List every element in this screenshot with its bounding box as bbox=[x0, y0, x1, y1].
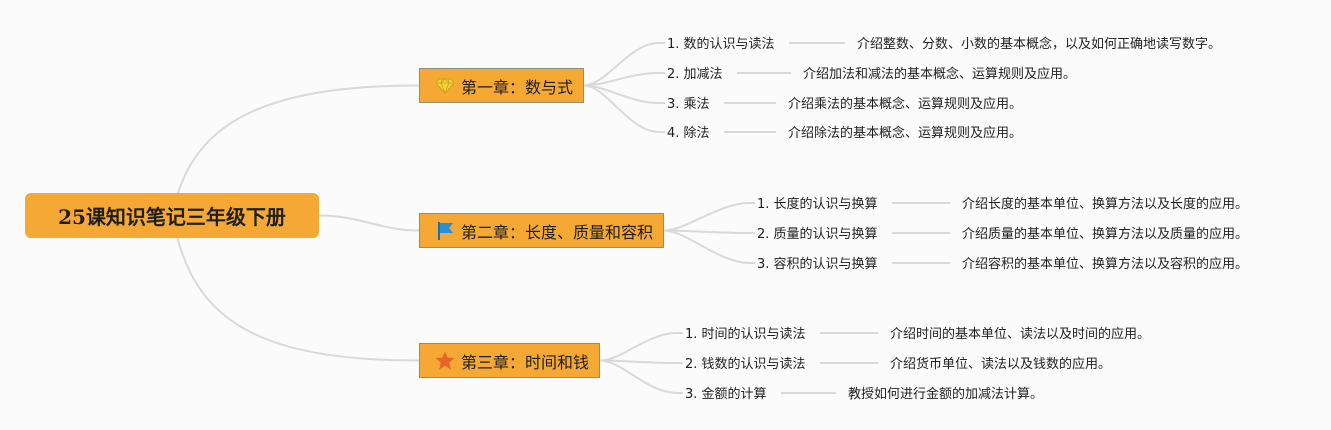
topic-label: 1. 数的认识与读法 bbox=[667, 36, 775, 52]
topic-label: 4. 除法 bbox=[667, 125, 710, 141]
topic-node[interactable]: 1. 时间的认识与读法 bbox=[685, 322, 806, 342]
flag-icon bbox=[434, 220, 456, 242]
branch-connector bbox=[599, 332, 683, 362]
topic-label: 3. 金额的计算 bbox=[685, 386, 767, 402]
chapter-title: 第一章：数与式 bbox=[461, 77, 574, 97]
branch-connector bbox=[583, 42, 665, 87]
diamond-icon bbox=[434, 75, 456, 97]
topic-description-text: 介绍长度的基本单位、换算方法以及长度的应用。 bbox=[962, 196, 1249, 212]
topic-label: 2. 加减法 bbox=[667, 66, 723, 82]
topic-description-text: 介绍整数、分数、小数的基本概念，以及如何正确地读写数字。 bbox=[857, 36, 1222, 52]
topic-label: 2. 钱数的认识与读法 bbox=[685, 356, 806, 372]
topic-description[interactable]: 介绍加法和减法的基本概念、运算规则及应用。 bbox=[803, 62, 1076, 82]
topic-description[interactable]: 介绍时间的基本单位、读法以及时间的应用。 bbox=[890, 322, 1150, 342]
root-title: 25课知识笔记三年级下册 bbox=[58, 205, 286, 229]
topic-description[interactable]: 介绍整数、分数、小数的基本概念，以及如何正确地读写数字。 bbox=[857, 32, 1221, 52]
topic-label: 1. 长度的认识与换算 bbox=[757, 196, 878, 212]
chapter-node-measurement[interactable]: 第二章：长度、质量和容积 bbox=[419, 213, 665, 248]
branch-connector bbox=[663, 229, 755, 234]
topic-description[interactable]: 介绍除法的基本概念、运算规则及应用。 bbox=[788, 121, 1022, 141]
topic-description[interactable]: 介绍质量的基本单位、换算方法以及质量的应用。 bbox=[962, 222, 1248, 242]
topic-node[interactable]: 4. 除法 bbox=[667, 121, 710, 141]
topic-node[interactable]: 3. 金额的计算 bbox=[685, 382, 767, 402]
topic-description-text: 介绍乘法的基本概念、运算规则及应用。 bbox=[788, 96, 1023, 112]
topic-node[interactable]: 1. 数的认识与读法 bbox=[667, 32, 775, 52]
topic-description-text: 介绍货币单位、读法以及钱数的应用。 bbox=[890, 356, 1112, 372]
root-connector bbox=[174, 84, 420, 204]
star-icon bbox=[434, 350, 456, 372]
topic-node[interactable]: 3. 容积的认识与换算 bbox=[757, 252, 878, 272]
topic-node[interactable]: 2. 加减法 bbox=[667, 62, 723, 82]
topic-description[interactable]: 介绍容积的基本单位、换算方法以及容积的应用。 bbox=[962, 252, 1248, 272]
topic-description-text: 介绍质量的基本单位、换算方法以及质量的应用。 bbox=[962, 226, 1249, 242]
root-connector bbox=[174, 227, 420, 362]
topic-description-text: 教授如何进行金额的加减法计算。 bbox=[848, 386, 1044, 402]
topic-description[interactable]: 介绍长度的基本单位、换算方法以及长度的应用。 bbox=[962, 192, 1248, 212]
branch-connector bbox=[583, 72, 665, 87]
topic-description[interactable]: 介绍乘法的基本概念、运算规则及应用。 bbox=[788, 92, 1022, 112]
topic-description[interactable]: 介绍货币单位、读法以及钱数的应用。 bbox=[890, 352, 1111, 372]
topic-node[interactable]: 3. 乘法 bbox=[667, 92, 710, 112]
branch-connector bbox=[583, 84, 665, 133]
topic-description[interactable]: 教授如何进行金额的加减法计算。 bbox=[848, 382, 1043, 402]
branch-connector bbox=[663, 202, 755, 232]
topic-node[interactable]: 2. 质量的认识与换算 bbox=[757, 222, 878, 242]
chapter-node-time-money[interactable]: 第三章：时间和钱 bbox=[419, 343, 601, 378]
chapter-node-numbers[interactable]: 第一章：数与式 bbox=[419, 68, 585, 103]
branch-connector bbox=[583, 84, 665, 104]
topic-node[interactable]: 2. 钱数的认识与读法 bbox=[685, 352, 806, 372]
topic-label: 3. 容积的认识与换算 bbox=[757, 256, 878, 272]
topic-label: 1. 时间的认识与读法 bbox=[685, 326, 806, 342]
root-node[interactable]: 25课知识笔记三年级下册 bbox=[25, 193, 319, 238]
topic-label: 3. 乘法 bbox=[667, 96, 710, 112]
chapter-title: 第二章：长度、质量和容积 bbox=[461, 222, 654, 242]
topic-node[interactable]: 1. 长度的认识与换算 bbox=[757, 192, 878, 212]
topic-description-text: 介绍容积的基本单位、换算方法以及容积的应用。 bbox=[962, 256, 1249, 272]
branch-connector bbox=[663, 229, 755, 264]
root-connector bbox=[318, 214, 420, 232]
topic-description-text: 介绍除法的基本概念、运算规则及应用。 bbox=[788, 125, 1023, 141]
branch-connector bbox=[599, 359, 683, 394]
topic-description-text: 介绍时间的基本单位、读法以及时间的应用。 bbox=[890, 326, 1151, 342]
chapter-title: 第三章：时间和钱 bbox=[461, 352, 590, 372]
topic-label: 2. 质量的认识与换算 bbox=[757, 226, 878, 242]
branch-connector bbox=[599, 359, 683, 364]
topic-description-text: 介绍加法和减法的基本概念、运算规则及应用。 bbox=[803, 66, 1077, 82]
